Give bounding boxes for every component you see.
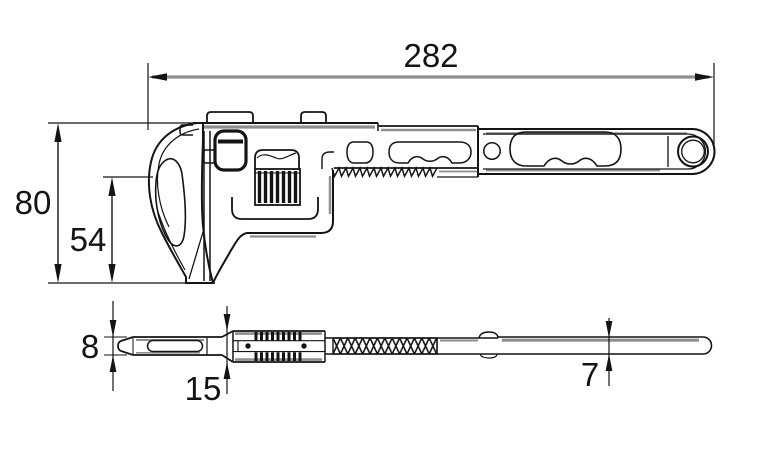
arrowhead-up	[109, 355, 117, 372]
dim-handle-thickness-label: 7	[581, 356, 599, 393]
arrowhead-left	[148, 73, 167, 81]
head-body-edges	[233, 330, 325, 363]
rack-knurl-band	[332, 337, 438, 355]
dim-overall-height-label: 80	[15, 184, 52, 221]
handle-slot-cutout	[509, 131, 622, 167]
head-top-tab-right	[300, 111, 327, 123]
arrowhead-up	[223, 362, 231, 379]
arrowhead-top	[108, 177, 116, 196]
rack-teeth	[331, 166, 438, 179]
sleeve-bump-bottom	[479, 353, 498, 359]
arrowhead-top	[54, 123, 62, 142]
hanging-hole-inner	[681, 139, 705, 164]
head-top-tab-left	[206, 111, 254, 123]
dim-overall-length: 282	[147, 37, 715, 148]
arrowhead-up	[605, 354, 613, 371]
slide-window	[213, 129, 248, 172]
handle-inner-outline	[483, 133, 707, 170]
nut-knurl-bottom-band	[254, 352, 302, 361]
sleeve-bump-top	[478, 331, 499, 339]
extension-lines	[147, 63, 715, 148]
dim-jaw-plate-thickness-label: 8	[81, 328, 99, 365]
head-front-face	[247, 170, 334, 234]
pivot-pin-left	[245, 343, 251, 349]
dim-body-width-label: 15	[185, 370, 222, 407]
plan-head-body	[232, 330, 326, 363]
nut-knurl-top-band	[254, 332, 302, 341]
jaw-lightening-cutout	[154, 158, 187, 247]
pivot-pin-right	[301, 343, 307, 349]
head-body-slot-lines	[233, 340, 325, 353]
jaw-plate-slot	[146, 339, 204, 353]
dim-overall-length-label: 282	[403, 37, 458, 74]
fixed-jaw-inner-line-lower	[157, 211, 186, 271]
handle	[477, 126, 716, 177]
slide-notch	[202, 149, 215, 164]
nut-cap	[254, 149, 300, 169]
plan-handle	[498, 336, 713, 355]
wrench-head	[147, 111, 378, 284]
dim-overall-height: 80	[15, 122, 215, 284]
shadow-lines	[202, 125, 687, 238]
handle-round-cutout	[483, 142, 501, 160]
shank-rack	[331, 123, 478, 179]
plan-handle-outline	[498, 336, 713, 355]
nut-knurl-ridges	[257, 171, 298, 203]
arrowhead-right	[695, 73, 714, 81]
plan-view	[117, 330, 713, 363]
jaw-throat-curve	[212, 232, 248, 284]
arrowhead-bottom	[54, 264, 62, 283]
extension-lines	[48, 122, 215, 284]
shank-slot-small	[346, 141, 374, 164]
arrowhead-down	[223, 314, 231, 331]
arrowhead-down	[605, 321, 613, 338]
rack-guide-tab	[321, 151, 334, 169]
jaw-tip-inner-edge	[188, 231, 204, 280]
slide-bar-edges	[203, 131, 211, 281]
plan-jaw-plate	[117, 330, 234, 363]
fixed-jaw-inner-line	[156, 128, 200, 228]
fixed-jaw-outline	[147, 122, 215, 284]
plan-shank	[325, 331, 499, 359]
arrowhead-bottom	[108, 264, 116, 283]
side-view	[147, 111, 716, 284]
dim-body-width: 15	[185, 306, 231, 407]
arrowhead-down	[109, 320, 117, 337]
shank-slot-cutout	[388, 141, 472, 164]
handle-outline	[478, 128, 716, 175]
dim-handle-thickness: 7	[581, 318, 613, 393]
hanging-hole-outer	[677, 135, 709, 168]
dim-jaw-plate-thickness: 8	[81, 301, 127, 391]
extension-ticks	[104, 336, 127, 356]
nut-body	[254, 168, 301, 206]
dimensions: 282 80 54 8	[15, 37, 715, 407]
jaw-plate-nose	[117, 336, 134, 356]
dim-jaw-opening: 54	[70, 176, 153, 283]
nut-yoke-frame	[231, 197, 319, 220]
dim-jaw-opening-label: 54	[70, 221, 107, 258]
adjusting-nut	[231, 149, 319, 220]
nut-cap-contour	[256, 152, 297, 160]
